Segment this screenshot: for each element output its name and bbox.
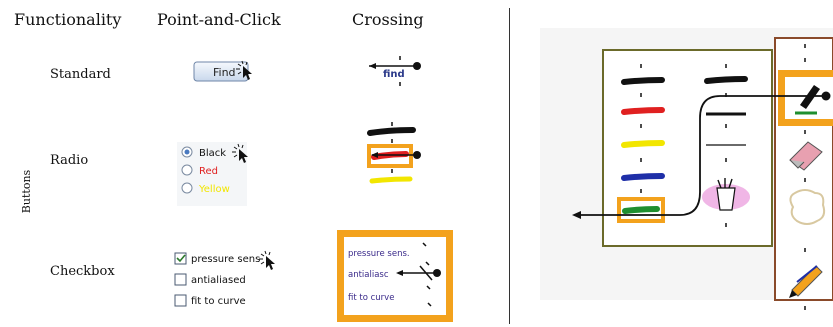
marker-tool-icon[interactable] xyxy=(795,85,820,115)
black-color-swatch xyxy=(367,127,416,136)
radio-group: Black Red Yellow xyxy=(177,142,247,206)
cursor-click-icon xyxy=(236,60,252,80)
color-swatches-right xyxy=(702,64,750,227)
swatch-yellow[interactable] xyxy=(621,140,665,148)
svg-text:Yellow: Yellow xyxy=(198,184,230,195)
swatch-black[interactable] xyxy=(621,77,665,85)
stroke-start-dot xyxy=(433,269,441,277)
blank-tool-icon[interactable] xyxy=(789,189,826,225)
stroke-start-dot xyxy=(413,62,421,70)
radio-option-black[interactable]: Black xyxy=(181,146,226,159)
svg-text:pressure sens.: pressure sens. xyxy=(348,249,410,259)
radio-option-yellow[interactable]: Yellow xyxy=(181,182,230,195)
crossing-find-widget[interactable]: find xyxy=(369,56,421,86)
svg-text:Red: Red xyxy=(199,166,218,177)
arrowhead-icon xyxy=(396,270,403,276)
checkbox-antialiased[interactable]: antialiased xyxy=(174,273,246,286)
header-functionality: Functionality xyxy=(14,10,122,29)
row-label-checkbox: Checkbox xyxy=(50,264,115,279)
swatch-blue[interactable] xyxy=(621,173,665,181)
header-crossing: Crossing xyxy=(352,10,424,29)
pen-tool-icon[interactable] xyxy=(789,265,823,298)
svg-text:antialiasc: antialiasc xyxy=(348,270,389,280)
checkbox-pressure[interactable]: pressure sens xyxy=(174,252,260,265)
find-button-label: Find xyxy=(213,66,236,79)
stroke-start-dot xyxy=(821,91,831,101)
arrowhead-icon xyxy=(572,211,581,219)
panel-divider xyxy=(509,8,510,324)
checkbox-fit-to-curve[interactable]: fit to curve xyxy=(174,294,246,307)
stroke-start-dot xyxy=(413,151,421,159)
checkbox-group: pressure sens antialiased fit to curve xyxy=(174,252,260,307)
crossing-find-label: find xyxy=(383,69,405,80)
eraser-tool-icon[interactable] xyxy=(789,141,823,171)
yellow-color-swatch xyxy=(369,176,413,184)
swatch-green[interactable] xyxy=(622,206,660,214)
header-point-and-click: Point-and-Click xyxy=(157,10,281,29)
selected-swatch-highlight xyxy=(617,197,665,223)
cursor-click-icon xyxy=(232,143,248,163)
arrowhead-icon xyxy=(369,63,376,69)
selection-highlight xyxy=(367,144,413,168)
swatch-thick-black[interactable] xyxy=(704,76,748,84)
swatch-red[interactable] xyxy=(621,107,665,115)
svg-text:Black: Black xyxy=(199,148,226,159)
brush-cup-icon[interactable] xyxy=(702,178,750,211)
svg-text:pressure sens: pressure sens xyxy=(191,254,260,265)
row-label-standard: Standard xyxy=(50,67,111,82)
crossing-radio-widget[interactable] xyxy=(367,122,421,184)
crossing-checkbox-widget[interactable]: pressure sens. antialiasc fit to curve xyxy=(337,230,453,322)
cursor-click-icon xyxy=(259,250,275,270)
color-swatches-left xyxy=(617,64,665,223)
arrowhead-icon xyxy=(371,152,378,158)
svg-text:fit to curve: fit to curve xyxy=(348,293,394,303)
row-label-radio: Radio xyxy=(50,153,89,168)
svg-text:antialiased: antialiased xyxy=(191,275,246,286)
radio-option-red[interactable]: Red xyxy=(181,164,218,177)
svg-text:fit to curve: fit to curve xyxy=(191,296,246,307)
palette-crossing-stroke xyxy=(572,91,831,219)
